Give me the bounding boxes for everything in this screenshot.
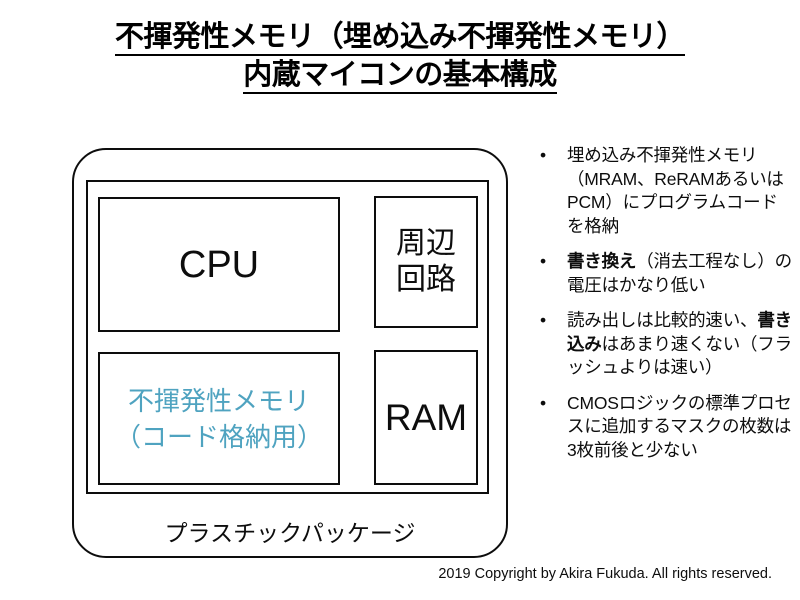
list-item-text-run: はあまり速くない（フラッシュよりは速い） <box>567 333 792 378</box>
list-item: • 読み出しは比較的速い、書き込みはあまり速くない（フラッシュよりは速い） <box>532 309 794 380</box>
title-line-2: 内蔵マイコンの基本構成 <box>0 56 800 94</box>
list-item-text-run: CMOSロジックの標準プロセスに追加するマスクの枚数は3枚前後と少ない <box>567 392 792 460</box>
plastic-package-label: プラスチックパッケージ <box>164 520 416 546</box>
list-item-text-run: 読み出しは比較的速い、 <box>567 310 758 330</box>
peripheral-label-line-2: 回路 <box>396 263 456 296</box>
ram-block-label: RAM <box>384 396 468 438</box>
nonvolatile-memory-block-label: 不揮発性メモリ （コード格納用） <box>115 383 323 455</box>
nonvolatile-memory-block: 不揮発性メモリ （コード格納用） <box>98 352 340 485</box>
list-item-text-run: （消去工程なし）の電圧はかなり低い <box>567 251 792 295</box>
peripheral-circuit-block: 周辺 回路 <box>374 196 478 328</box>
bullet-point-icon: • <box>540 310 546 330</box>
list-item-text: CMOSロジックの標準プロセスに追加するマスクの枚数は3枚前後と少ない <box>567 392 794 463</box>
list-item-text: 書き換え（消去工程なし）の電圧はかなり低い <box>567 250 794 297</box>
list-item-text: 埋め込み不揮発性メモリ（MRAM、ReRAMあるいはPCM）にプログラムコードを… <box>567 144 794 238</box>
cpu-block-label: CPU <box>178 243 260 286</box>
page-title: 不揮発性メモリ（埋め込み不揮発性メモリ） 内蔵マイコンの基本構成 <box>0 18 800 94</box>
title-line-1: 不揮発性メモリ（埋め込み不揮発性メモリ） <box>0 18 800 56</box>
list-item-text-emphasis: 書き換え <box>567 251 637 271</box>
cpu-block: CPU <box>98 197 340 332</box>
bullet-point-icon: • <box>540 145 546 165</box>
ram-block: RAM <box>374 350 478 485</box>
title-line-2-text: 内蔵マイコンの基本構成 <box>243 59 557 94</box>
list-item-text-emphasis: 書き込み <box>567 310 792 354</box>
title-line-1-text: 不揮発性メモリ（埋め込み不揮発性メモリ） <box>114 21 686 56</box>
nvm-label-line-2: （コード格納用） <box>114 421 323 452</box>
feature-bullet-list: • 埋め込み不揮発性メモリ（MRAM、ReRAMあるいはPCM）にプログラムコード… <box>532 144 794 462</box>
list-item: • CMOSロジックの標準プロセスに追加するマスクの枚数は3枚前後と少ない <box>532 392 794 463</box>
list-item: • 埋め込み不揮発性メモリ（MRAM、ReRAMあるいはPCM）にプログラムコード… <box>532 144 794 238</box>
list-item: • 書き換え（消去工程なし）の電圧はかなり低い <box>532 250 794 297</box>
peripheral-label-line-1: 周辺 <box>396 227 456 260</box>
bullet-point-icon: • <box>540 392 546 413</box>
nvm-label-line-1: 不揮発性メモリ <box>127 385 310 416</box>
list-item-text-run: 埋め込み不揮発性メモリ（MRAM、ReRAMあるいはPCM）にプログラムコードを… <box>567 145 784 236</box>
microcontroller-diagram: CPU 不揮発性メモリ （コード格納用） 周辺 回路 RAM プラスチックパッケ… <box>72 148 508 558</box>
list-item-text: 読み出しは比較的速い、書き込みはあまり速くない（フラッシュよりは速い） <box>567 309 794 380</box>
bullet-point-icon: • <box>540 251 546 271</box>
copyright-notice: 2019 Copyright by Akira Fukuda. All righ… <box>438 566 772 582</box>
peripheral-circuit-block-label: 周辺 回路 <box>396 226 456 298</box>
